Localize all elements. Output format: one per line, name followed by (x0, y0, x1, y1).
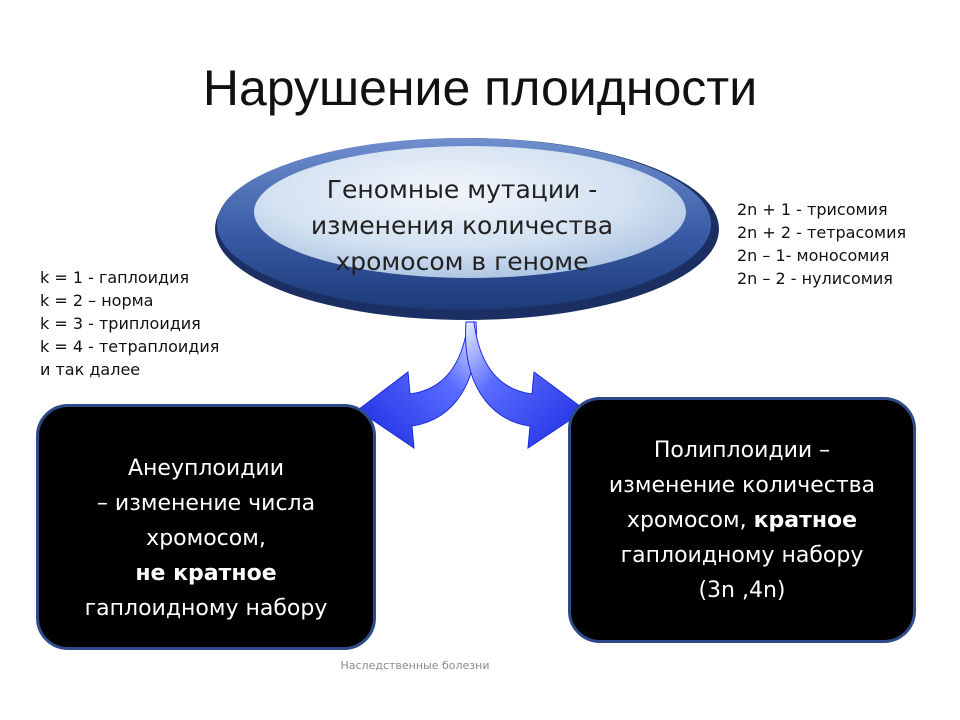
aneuploidy-bold-text: не кратное (135, 561, 277, 586)
polyploidy-line-3-start: хромосом, (626, 508, 754, 533)
polyploidy-line-1: Полиплоидии – (653, 438, 831, 463)
list-item: и так далее (40, 360, 141, 379)
list-item: k = 4 - тетраплоидия (40, 337, 220, 356)
list-item: 2n + 1 - трисомия (737, 200, 888, 219)
list-item: k = 3 - триплоидия (40, 314, 201, 333)
list-item: k = 2 – норма (40, 291, 154, 310)
genomic-mutations-label: Геномные мутации - изменения количества … (262, 172, 662, 280)
polyploidy-line-2: изменение количества (608, 473, 876, 498)
arrow-left-icon (357, 321, 477, 450)
genomic-line-2: изменения количества (310, 211, 614, 240)
polyploidy-line-4: гаплоидному набору (620, 543, 864, 568)
somy-list: 2n + 1 - трисомия 2n + 2 - тетрасомия 2n… (737, 198, 906, 290)
polyploidy-box: Полиплоидии – изменение количества хромо… (568, 397, 916, 643)
footer-label: Наследственные болезни (340, 659, 490, 672)
genomic-line-1: Геномные мутации - (326, 175, 598, 204)
list-item: 2n – 2 - нулисомия (737, 269, 893, 288)
genomic-ellipse (215, 138, 719, 320)
aneuploidy-line-3: хромосом, (146, 526, 266, 551)
arrow-right-icon (465, 321, 586, 449)
genomic-line-3: хромосом в геноме (335, 247, 589, 276)
page-title: Нарушение плоидности (202, 60, 758, 116)
ploidy-list: k = 1 - гаплоидия k = 2 – норма k = 3 - … (40, 266, 219, 381)
aneuploidy-box: Анеуплоидии – изменение числа хромосом, … (36, 404, 376, 650)
list-item: k = 1 - гаплоидия (40, 268, 190, 287)
aneuploidy-line-5: гаплоидному набору (84, 596, 328, 621)
polyploidy-line-3: хромосом, кратное (571, 503, 913, 538)
aneuploidy-line-2: – изменение числа (96, 491, 316, 516)
aneuploidy-line-1: Анеуплоидии (128, 456, 284, 481)
polyploidy-line-5: (3n ,4n) (698, 578, 786, 603)
list-item: 2n – 1- моносомия (737, 246, 890, 265)
polyploidy-bold-text: кратное (753, 508, 858, 533)
list-item: 2n + 2 - тетрасомия (737, 223, 907, 242)
